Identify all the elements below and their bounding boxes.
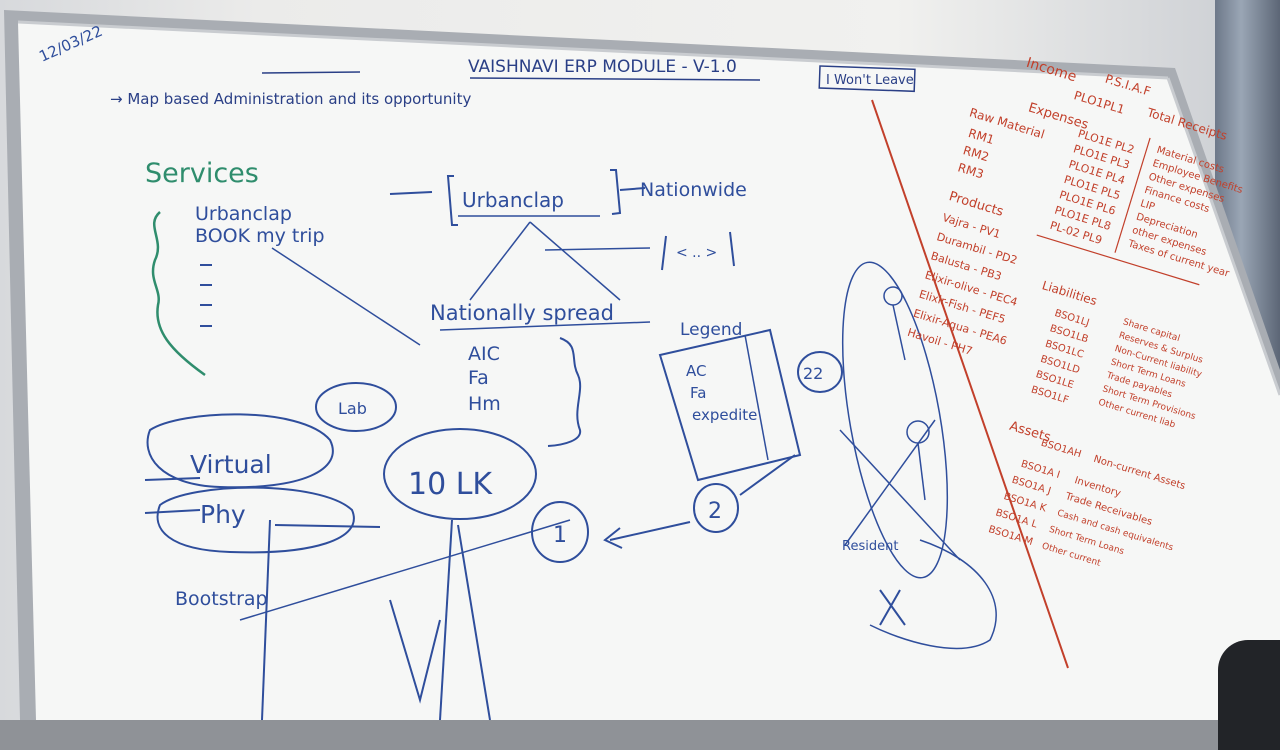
board-title: VAISHNAVI ERP MODULE - V-1.0 (468, 57, 737, 77)
expense-note-5: LIP (1139, 198, 1156, 213)
whiteboard-surface (18, 22, 1280, 720)
notice-text: I Won't Leave (826, 73, 914, 88)
whiteboard-scene: 12/03/22 VAISHNAVI ERP MODULE - V-1.0 → … (4, 10, 1280, 720)
services-heading: Services (145, 158, 259, 189)
bootstrap-label: Bootstrap (175, 588, 268, 610)
circle-two-label: 2 (708, 499, 722, 524)
legend-item-expedite: expedite (692, 406, 757, 424)
office-chair (1218, 640, 1280, 750)
physical-label: Phy (200, 500, 246, 529)
board-subtitle: → Map based Administration and its oppor… (110, 90, 471, 108)
lab-badge: Lab (338, 399, 367, 418)
spread-item-fa: Fa (468, 367, 489, 389)
ten-lk-label: 10 LK (408, 467, 493, 502)
svg-text:< .. >: < .. > (676, 245, 717, 261)
legend-item-ac: AC (686, 362, 706, 380)
legend-item-fa: Fa (690, 384, 706, 402)
spread-item-hm: Hm (468, 393, 501, 415)
virtual-label: Virtual (190, 450, 272, 479)
nationwide-label: Nationwide (640, 179, 747, 201)
spread-item-aic: AIC (468, 343, 500, 365)
urbanclap-box-label: Urbanclap (462, 188, 564, 212)
circle-one-label: 1 (553, 523, 567, 548)
service-item-urbanclap: Urbanclap (195, 203, 292, 225)
resident-label: Resident (842, 539, 898, 554)
service-item-book-my-trip: BOOK my trip (195, 225, 325, 247)
circle-twenty-two-label: 22 (803, 364, 823, 383)
nationally-spread-label: Nationally spread (430, 301, 614, 325)
legend-label: Legend (680, 320, 742, 340)
